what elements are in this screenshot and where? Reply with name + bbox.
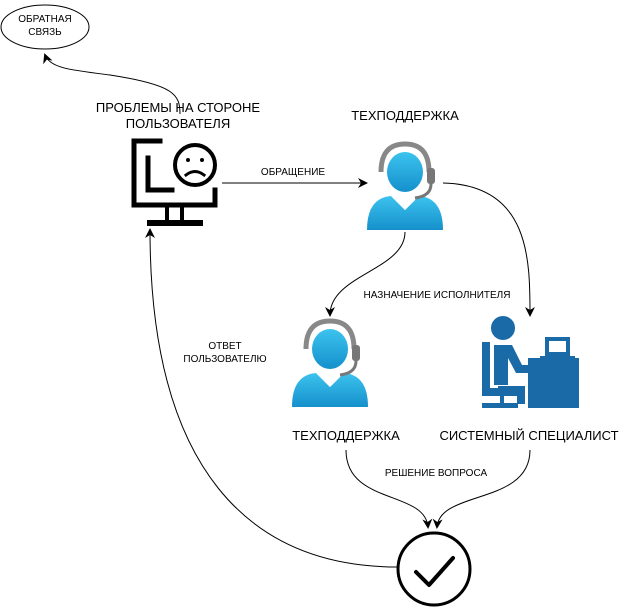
support-bottom-label: ТЕХПОДДЕРЖКА	[292, 428, 400, 443]
support-top-label: ТЕХПОДДЕРЖКА	[351, 108, 459, 123]
edge-feedback	[43, 53, 181, 115]
request-edge-label: ОБРАЩЕНИЕ	[253, 167, 333, 180]
edge-answer	[145, 228, 399, 568]
sad-computer-icon	[131, 138, 218, 226]
feedback-label: ОБРАТНАЯ СВЯЗЬ	[18, 14, 72, 38]
edge-assign	[325, 231, 406, 317]
resolve-edge-label: РЕШЕНИЕ ВОПРОСА	[372, 468, 500, 481]
assign-edge-label: НАЗНАЧЕНИЕ ИСПОЛНИТЕЛЯ	[350, 290, 524, 303]
headset-agent-icon	[292, 321, 368, 407]
edge-to-specialist	[442, 182, 535, 317]
answer-edge-label: ОТВЕТ ПОЛЬЗОВАТЕЛЮ	[183, 341, 267, 365]
feedback-ellipse	[0, 4, 90, 50]
headset-agent-icon	[367, 144, 443, 230]
checkmark-circle-icon	[396, 531, 472, 607]
edge-resolve-left	[345, 449, 433, 529]
user-problems-label: ПРОБЛЕМЫ НА СТОРОНЕ ПОЛЬЗОВАТЕЛЯ	[95, 100, 261, 132]
person-at-desk-icon	[482, 316, 579, 408]
edge-resolve-right	[432, 449, 531, 529]
sys-specialist-label: СИСТЕМНЫЙ СПЕЦИАЛИСТ	[439, 428, 619, 443]
